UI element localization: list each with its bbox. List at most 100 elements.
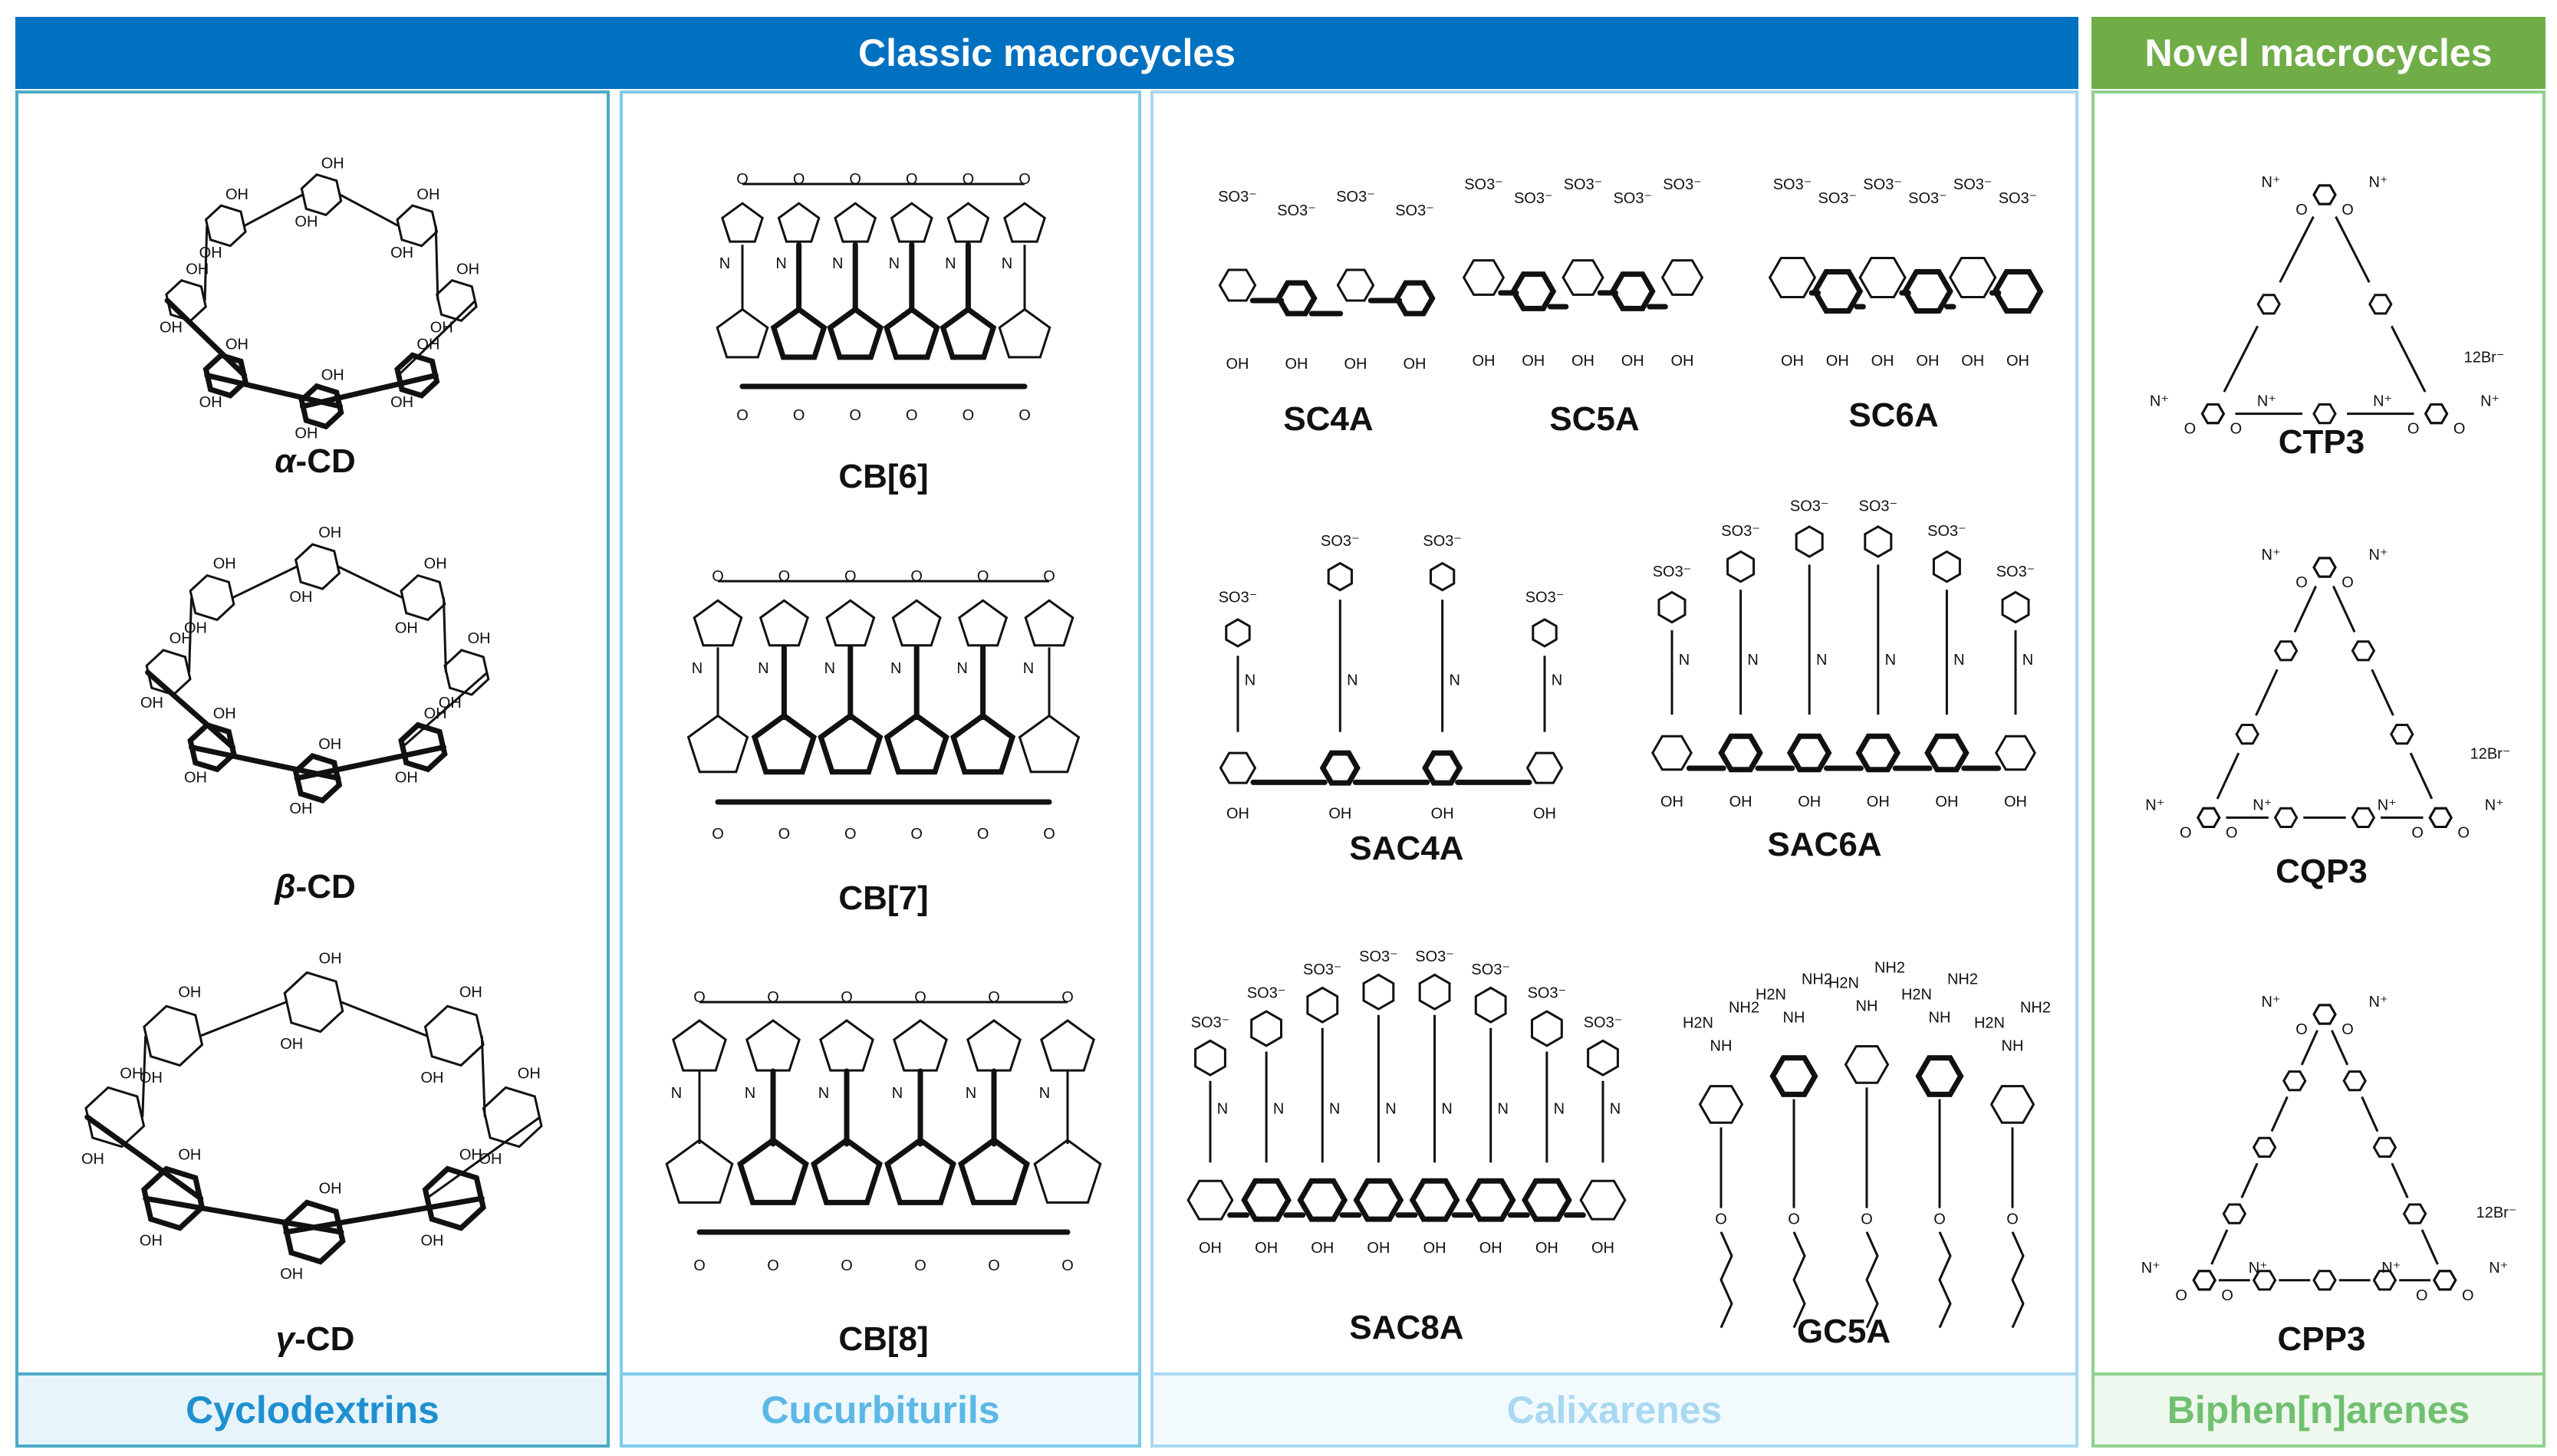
sc4a-label: SC4A	[1283, 400, 1374, 438]
atom-label: N	[1679, 652, 1690, 669]
atom-label: O	[1043, 826, 1055, 843]
cpp3-label: CPP3	[2277, 1320, 2366, 1358]
atom-label: NH2	[1729, 999, 1759, 1016]
atom-label: O	[1715, 1211, 1727, 1228]
atom-label: NH	[2002, 1037, 2024, 1054]
atom-label: OH	[395, 620, 418, 636]
atom-label: SO3⁻	[1247, 985, 1286, 1002]
atom-label: OH	[178, 1147, 201, 1164]
atom-label: SO3⁻	[1999, 190, 2038, 207]
atom-label: N	[1554, 1101, 1565, 1118]
bond-line	[2391, 1162, 2409, 1198]
atom-label: OH	[289, 589, 312, 606]
atom-label: OH	[390, 245, 413, 261]
alkyl-chain	[1938, 1231, 1952, 1329]
ring-shape	[737, 1136, 809, 1205]
atom-label: O	[2457, 824, 2470, 841]
atom-label: OH	[280, 1036, 303, 1053]
atom-label: OH	[199, 245, 222, 261]
atom-label: N⁺	[2257, 393, 2276, 410]
atom-label: 12Br⁻	[2476, 1205, 2517, 1221]
ring-shape	[672, 1019, 727, 1072]
atom-label: OH	[420, 1232, 443, 1249]
ring-shape	[998, 307, 1051, 359]
atom-label: OH	[295, 426, 318, 442]
atom-label: OH	[2006, 353, 2029, 370]
ring-shape	[2252, 1136, 2277, 1158]
bond-line	[2332, 585, 2356, 633]
atom-label: O	[793, 407, 805, 424]
atom-label: N	[966, 1085, 976, 1102]
bond-line	[341, 1001, 427, 1037]
ring-shape	[1812, 269, 1864, 314]
calixarenes-footer-label: Calixarenes	[1506, 1389, 1723, 1431]
atom-label: N	[832, 255, 843, 272]
atom-label: NH	[1856, 998, 1878, 1014]
atom-label: N	[956, 660, 967, 677]
atom-label: OH	[479, 1151, 502, 1168]
atom-label: OH	[1226, 805, 1249, 822]
atom-label: OH	[390, 394, 413, 411]
ring-shape	[2351, 640, 2376, 662]
atom-label: N	[671, 1085, 682, 1102]
atom-label: OH	[289, 800, 312, 817]
calixarenes-footer: Calixarenes	[1153, 1372, 2075, 1444]
bond-line	[2371, 669, 2394, 716]
atom-label: SO3⁻	[1191, 1014, 1230, 1031]
ring-shape	[1651, 735, 1693, 771]
bond-line	[189, 744, 341, 781]
ring-shape	[398, 721, 448, 773]
ring-shape	[1422, 750, 1463, 786]
ring-shape	[1531, 1010, 1563, 1047]
ring-shape	[1510, 271, 1557, 311]
alkyl-chain	[1865, 1231, 1879, 1329]
ring-shape	[2312, 403, 2337, 425]
ring-shape	[204, 204, 247, 248]
ring-shape	[1768, 257, 1817, 298]
ring-shape	[2312, 184, 2337, 205]
atom-label: OH	[280, 1266, 303, 1283]
atom-label: O	[2411, 824, 2424, 841]
ring-shape	[84, 1086, 146, 1149]
atom-label: OH	[319, 1181, 342, 1198]
ring-shape	[1532, 618, 1558, 648]
atom-label: N	[745, 1085, 755, 1102]
atom-label: N	[1953, 652, 1964, 669]
atom-label: OH	[1571, 353, 1594, 370]
ring-shape	[1353, 1178, 1404, 1222]
atom-label: NH	[1710, 1037, 1733, 1054]
atom-label: O	[914, 1257, 926, 1274]
ring-shape	[1194, 1039, 1226, 1076]
atom-label: O	[2295, 1021, 2308, 1038]
ring-shape	[1562, 259, 1604, 296]
cyclodextrins-footer-label: Cyclodextrins	[186, 1389, 439, 1431]
classic-macrocycles-banner: Classic macrocycles	[15, 17, 2078, 89]
ring-shape	[394, 352, 440, 399]
atom-label: O	[736, 171, 749, 188]
gc5a-label: GC5A	[1796, 1313, 1891, 1350]
atom-label: O	[2230, 421, 2243, 438]
bond-line	[232, 565, 298, 599]
atom-label: N	[1039, 1085, 1050, 1102]
atom-label: N⁺	[2141, 1260, 2160, 1277]
ring-shape	[721, 202, 764, 243]
ring-shape	[436, 279, 478, 322]
ring-shape	[2312, 1004, 2337, 1025]
ring-shape	[2368, 294, 2393, 315]
atom-label: SO3⁻	[1336, 189, 1375, 205]
ring-shape	[1949, 257, 1997, 298]
atom-label: O	[1019, 171, 1031, 188]
atom-label: OH	[518, 1066, 541, 1083]
atom-label: SO3⁻	[1773, 176, 1812, 193]
atom-label: N⁺	[2262, 547, 2281, 564]
cb7-label: CB[7]	[838, 879, 929, 917]
ring-shape	[1660, 259, 1704, 296]
ring-shape	[1915, 1055, 1964, 1097]
bond-line	[84, 1114, 204, 1201]
